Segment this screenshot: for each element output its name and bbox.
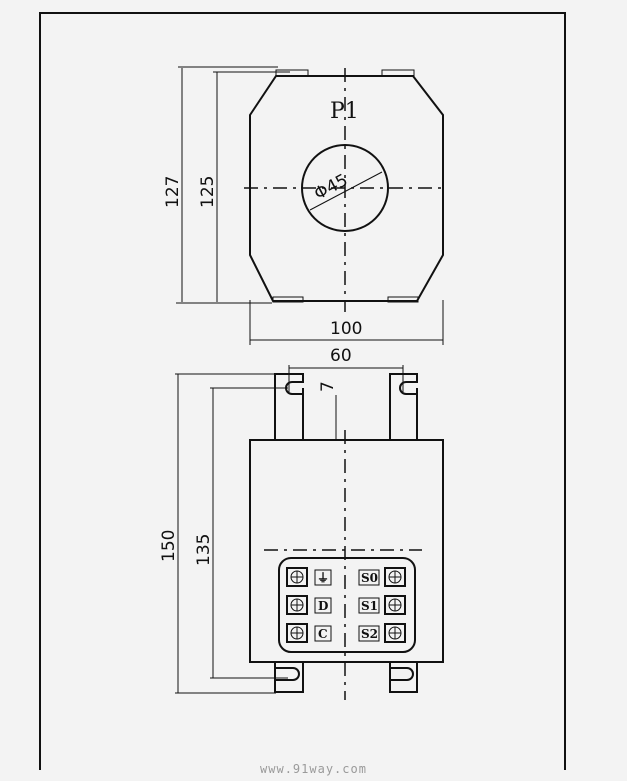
frame-border — [39, 12, 566, 770]
terminal-block: ⏚ D C S0 S1 S2 — [278, 557, 416, 653]
top-view: Φ45 P1 127 125 100 — [163, 66, 446, 345]
watermark: www.91way.com — [260, 762, 367, 776]
dim-150: 150 — [159, 530, 179, 562]
view-label-p1: P1 — [330, 99, 359, 124]
dim-100: 100 — [330, 319, 362, 339]
terminal-s2-label: S2 — [361, 627, 378, 641]
terminal-d-label: D — [318, 599, 328, 613]
dim-135: 135 — [194, 534, 214, 566]
dim-125: 125 — [198, 176, 218, 208]
terminal-s0-label: S0 — [361, 571, 378, 585]
terminal-s1-label: S1 — [361, 599, 378, 613]
dim-127: 127 — [163, 176, 183, 208]
dim-60: 60 — [330, 346, 352, 366]
terminal-screw-icon — [286, 567, 406, 643]
dim-7: 7 — [318, 381, 338, 392]
bottom-view: 60 7 150 135 — [159, 346, 444, 700]
ground-terminal-label: ⏚ — [317, 571, 329, 585]
terminal-c-label: C — [318, 627, 328, 641]
